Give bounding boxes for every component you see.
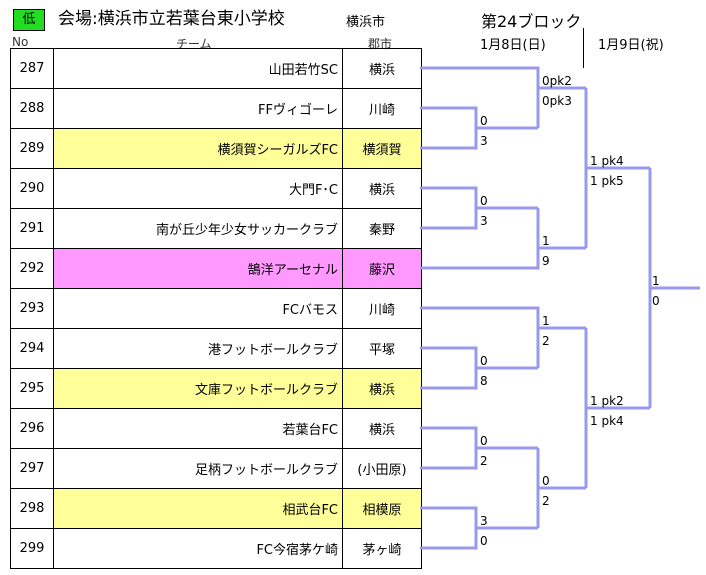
bracket-line <box>420 66 540 128</box>
score-m3-top: 0 <box>480 194 488 208</box>
score-m4-top: 1 <box>542 234 550 248</box>
column-header-team: チーム <box>176 37 212 51</box>
score-m7-bottom: 2 <box>542 334 550 348</box>
team-name: 足柄フットボールクラブ <box>53 448 343 489</box>
team-name: FCバモス <box>53 288 343 329</box>
score-m11-bottom: 1 pk4 <box>590 414 624 428</box>
score-m10-bottom: 2 <box>542 494 550 508</box>
score-final-top: 1 <box>652 274 660 288</box>
team-no: 296 <box>10 408 54 449</box>
score-m2-top: 0pk2 <box>542 74 572 88</box>
team-no: 295 <box>10 368 54 409</box>
bracket-line <box>420 106 478 150</box>
team-city: 横浜 <box>342 48 422 89</box>
team-no: 294 <box>10 328 54 369</box>
score-m10-top: 0 <box>542 474 550 488</box>
score-m1-top: 0 <box>480 114 488 128</box>
division-badge: 低 <box>13 9 45 31</box>
date-divider <box>583 28 584 68</box>
score-m6-bottom: 8 <box>480 374 488 388</box>
team-name: 山田若竹SC <box>53 48 343 89</box>
team-no: 292 <box>10 248 54 289</box>
team-no: 297 <box>10 448 54 489</box>
score-m5-top: 1 pk4 <box>590 154 624 168</box>
score-m2-bottom: 0pk3 <box>542 94 572 108</box>
team-no: 291 <box>10 208 54 249</box>
team-name: 若葉台FC <box>53 408 343 449</box>
team-city: 川崎 <box>342 288 422 329</box>
venue-city: 横浜市 <box>346 15 386 30</box>
team-city: 秦野 <box>342 208 422 249</box>
column-header-no: No <box>12 35 29 49</box>
score-m3-bottom: 3 <box>480 214 488 228</box>
score-m7-top: 1 <box>542 314 550 328</box>
team-name: 港フットボールクラブ <box>53 328 343 369</box>
score-m9-top: 3 <box>480 514 488 528</box>
team-no: 298 <box>10 488 54 529</box>
bracket-line <box>420 186 478 230</box>
team-city: 横浜 <box>342 168 422 209</box>
bracket-line <box>420 306 540 368</box>
score-m1-bottom: 3 <box>480 134 488 148</box>
team-city: (小田原) <box>342 448 422 489</box>
team-no: 287 <box>10 48 54 89</box>
bracket-line <box>420 506 478 550</box>
team-no: 290 <box>10 168 54 209</box>
team-city: 茅ヶ崎 <box>342 528 422 569</box>
score-m11-top: 1 pk2 <box>590 394 624 408</box>
team-name: 鵠洋アーセナル <box>53 248 343 289</box>
score-final-bottom: 0 <box>652 294 660 308</box>
score-m8-top: 0 <box>480 434 488 448</box>
score-m4-bottom: 9 <box>542 254 550 268</box>
team-city: 横須賀 <box>342 128 422 169</box>
date-day1: 1月8日(日) <box>480 38 546 53</box>
score-m6-top: 0 <box>480 354 488 368</box>
team-city: 川崎 <box>342 88 422 129</box>
team-no: 289 <box>10 128 54 169</box>
team-city: 相模原 <box>342 488 422 529</box>
team-name: FC今宿茅ケ崎 <box>53 528 343 569</box>
team-city: 横浜 <box>342 368 422 409</box>
score-m9-bottom: 0 <box>480 534 488 548</box>
bracket-line <box>420 208 540 270</box>
team-city: 平塚 <box>342 328 422 369</box>
bracket-line <box>420 426 478 470</box>
team-no: 288 <box>10 88 54 129</box>
team-name: 大門F･C <box>53 168 343 209</box>
column-header-city: 郡市 <box>368 37 393 51</box>
team-name: 文庫フットボールクラブ <box>53 368 343 409</box>
team-city: 藤沢 <box>342 248 422 289</box>
score-m8-bottom: 2 <box>480 454 488 468</box>
block-title: 第24ブロック <box>481 12 582 31</box>
team-city: 横浜 <box>342 408 422 449</box>
team-name: 南が丘少年少女サッカークラブ <box>53 208 343 249</box>
team-no: 293 <box>10 288 54 329</box>
bracket-line <box>420 346 478 390</box>
team-no: 299 <box>10 528 54 569</box>
score-m5-bottom: 1 pk5 <box>590 174 624 188</box>
team-name: 相武台FC <box>53 488 343 529</box>
venue-title: 会場:横浜市立若葉台東小学校 <box>58 9 285 29</box>
team-name: 横須賀シーガルズFC <box>53 128 343 169</box>
team-name: FFヴィゴーレ <box>53 88 343 129</box>
date-day2: 1月9日(祝) <box>598 38 664 53</box>
